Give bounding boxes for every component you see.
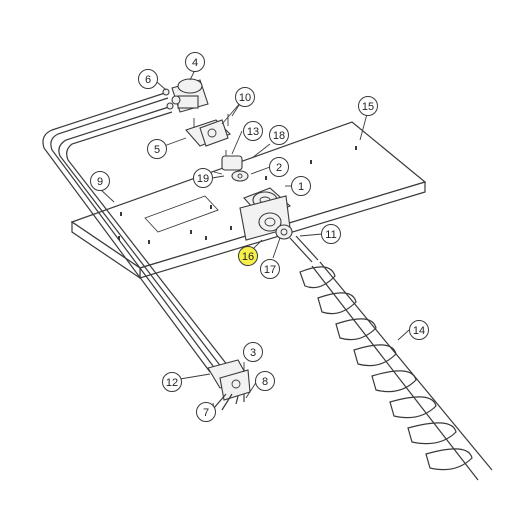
callout-circle xyxy=(138,69,158,89)
callout-number: 8 xyxy=(262,376,268,388)
callout-7: 7 xyxy=(196,402,216,422)
callout-number: 6 xyxy=(145,74,151,86)
callout-number: 19 xyxy=(197,173,209,185)
bearing-bracket xyxy=(239,195,293,241)
callout-13: 13 xyxy=(243,121,263,141)
callout-circle xyxy=(196,402,216,422)
callout-circle xyxy=(193,168,213,188)
callout-14: 14 xyxy=(409,320,429,340)
callout-circle xyxy=(90,171,110,191)
callout-number: 5 xyxy=(154,144,160,156)
hydraulic-motor xyxy=(171,78,209,113)
callout-19: 19 xyxy=(193,168,213,188)
callout-circle xyxy=(269,157,289,177)
callout-3: 3 xyxy=(243,342,263,362)
auger-shaft xyxy=(289,235,319,263)
callout-10: 10 xyxy=(235,87,255,107)
callout-circle xyxy=(409,320,429,340)
callout-number: 13 xyxy=(247,126,259,138)
callout-circle xyxy=(291,176,311,196)
motor-mount-bracket xyxy=(185,114,231,147)
callout-6: 6 xyxy=(138,69,158,89)
callout-number: 10 xyxy=(239,92,251,104)
auger-flighting xyxy=(299,261,493,481)
callout-5: 5 xyxy=(147,139,167,159)
callout-circle xyxy=(269,125,289,145)
callout-number: 15 xyxy=(362,101,374,113)
callout-circle xyxy=(243,342,263,362)
callout-number: 18 xyxy=(273,130,285,142)
callout-18: 18 xyxy=(269,125,289,145)
callout-circle xyxy=(358,96,378,116)
callout-number: 16 xyxy=(242,251,254,263)
callout-number: 11 xyxy=(325,229,336,241)
callout-circle xyxy=(260,259,280,279)
callout-11: 11 xyxy=(321,224,341,244)
hydraulic-hoses xyxy=(42,91,229,373)
callout-number: 9 xyxy=(97,176,103,188)
callout-number: 12 xyxy=(166,377,178,389)
callout-circle xyxy=(147,139,167,159)
callout-circle xyxy=(185,52,205,72)
callout-number: 1 xyxy=(298,181,304,193)
callout-number: 4 xyxy=(192,57,198,69)
callout-circle xyxy=(238,246,258,266)
callout-1: 1 xyxy=(291,176,311,196)
coupler xyxy=(213,150,249,182)
callout-2: 2 xyxy=(269,157,289,177)
callout-number: 3 xyxy=(250,347,256,359)
callout-circle xyxy=(243,121,263,141)
callout-number: 7 xyxy=(203,407,209,419)
callout-circle xyxy=(321,224,341,244)
callout-circle xyxy=(235,87,255,107)
motor-fittings xyxy=(162,88,174,110)
callout-number: 17 xyxy=(264,264,276,276)
callout-8: 8 xyxy=(255,371,275,391)
callout-15: 15 xyxy=(358,96,378,116)
callout-circle xyxy=(255,371,275,391)
callout-12: 12 xyxy=(162,372,182,392)
callout-16: 16 xyxy=(238,246,258,266)
callout-17: 17 xyxy=(260,259,280,279)
callout-number: 14 xyxy=(413,325,425,337)
callout-9: 9 xyxy=(90,171,110,191)
callout-4: 4 xyxy=(185,52,205,72)
callout-circle xyxy=(162,372,182,392)
callout-number: 2 xyxy=(276,162,282,174)
